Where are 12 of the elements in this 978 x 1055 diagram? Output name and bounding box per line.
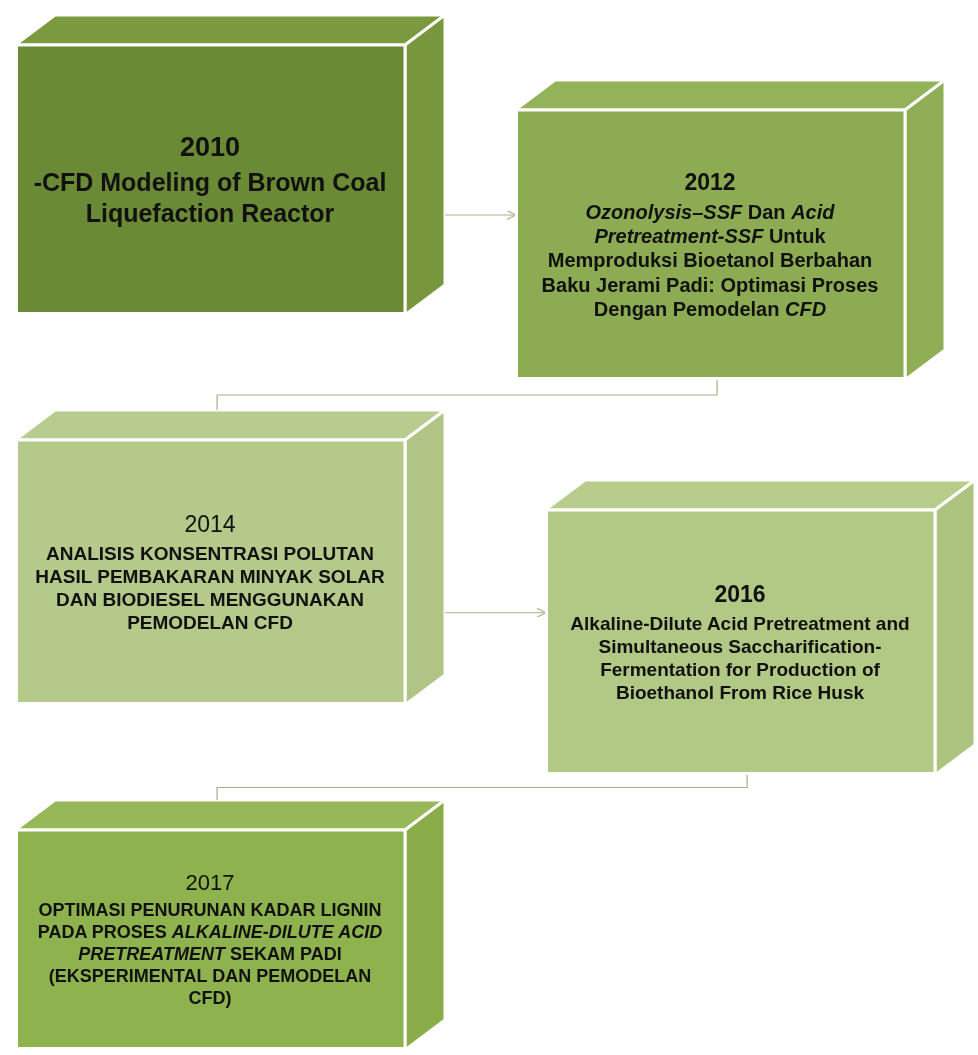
connector-line bbox=[216, 774, 748, 801]
connector-line bbox=[216, 379, 718, 411]
title-text: Ozonolysis–SSF Dan Acid Pretreatment-SSF Untuk Memproduksi Bioetanol Berbahan Baku Jerami Padi: Optimasi Proses Dengan Pemodelan CFD bbox=[540, 199, 880, 322]
year-label: 2010 bbox=[179, 132, 241, 163]
title-text: OPTIMASI PENURUNAN KADAR LIGNIN PADA PROSES ALKALINE-DILUTE ACID PRETREATMENT SEKAM PADI (EKSPERIMENTAL DAN PEMODELAN CFD) bbox=[36, 900, 384, 1010]
year-label: 2017 bbox=[185, 870, 235, 897]
year-label: 2012 bbox=[684, 168, 736, 196]
title-text: ANALISIS KONSENTRASI POLUTAN HASIL PEMBAKARAN MINYAK SOLAR DAN BIODIESEL MENGGUNAKAN PEMODELAN CFD bbox=[34, 541, 386, 635]
title-text: Alkaline-Dilute Acid Pretreatment and Simultaneous Saccharification-Fermentation for Production of Bioethanol From Rice Husk bbox=[569, 611, 911, 705]
year-label: 2016 bbox=[714, 580, 766, 608]
title-text: -CFD Modeling of Brown Coal Liquefaction Reactor bbox=[32, 167, 388, 228]
year-label: 2014 bbox=[184, 510, 236, 538]
